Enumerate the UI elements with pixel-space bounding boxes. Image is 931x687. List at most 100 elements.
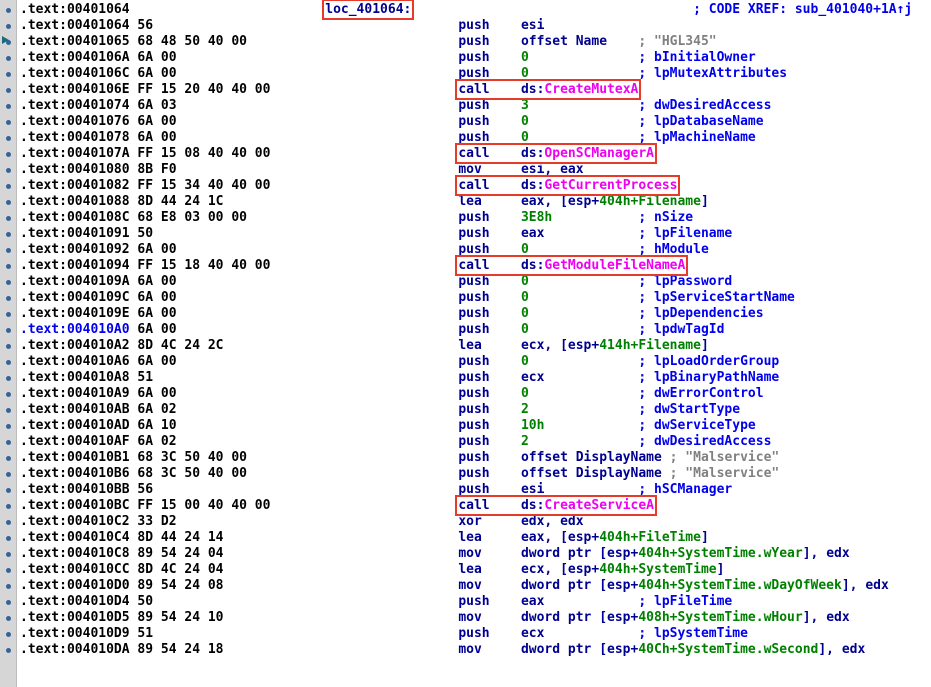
operand: 3E8h xyxy=(520,210,553,225)
address-dot[interactable] xyxy=(6,536,11,541)
address-dot[interactable] xyxy=(6,344,11,349)
address-dot[interactable] xyxy=(6,312,11,317)
asm-line[interactable]: .text:0040107A FF 15 08 40 40 00 call ds… xyxy=(0,143,912,164)
mnemonic: call xyxy=(458,82,490,97)
address-dot[interactable] xyxy=(6,248,11,253)
address-dot[interactable] xyxy=(6,136,11,141)
asm-line[interactable]: .text:0040106C 6A 00 push 0 ; lpMutexAtt… xyxy=(0,66,912,82)
asm-line[interactable]: .text:004010BC FF 15 00 40 40 00 call ds… xyxy=(0,495,912,516)
address-dot[interactable] xyxy=(6,264,11,269)
address-dot[interactable] xyxy=(6,648,11,653)
asm-line[interactable]: .text:00401094 FF 15 18 40 40 00 call ds… xyxy=(0,255,912,276)
operand: 0 xyxy=(520,274,529,289)
asm-line[interactable]: .text:0040108C 68 E8 03 00 00 push 3E8h … xyxy=(0,210,912,226)
address-dot[interactable] xyxy=(6,568,11,573)
asm-line[interactable]: .text:00401078 6A 00 push 0 ; lpMachineN… xyxy=(0,130,912,146)
address-dot[interactable] xyxy=(6,8,11,13)
opcode-bytes: 6A 00 xyxy=(137,130,177,145)
asm-line[interactable]: .text:004010A9 6A 00 push 0 ; dwErrorCon… xyxy=(0,386,912,402)
address: .text:004010AD xyxy=(20,418,130,433)
address-dot[interactable] xyxy=(6,376,11,381)
address-dot[interactable] xyxy=(6,152,11,157)
operand: ], edx xyxy=(841,578,889,593)
asm-line[interactable]: .text:0040106A 6A 00 push 0 ; bInitialOw… xyxy=(0,50,912,66)
asm-line[interactable]: .text:004010B1 68 3C 50 40 00 push offse… xyxy=(0,450,912,466)
address-dot[interactable] xyxy=(6,392,11,397)
asm-line[interactable]: .text:004010AF 6A 02 push 2 ; dwDesiredA… xyxy=(0,434,912,450)
address-dot[interactable] xyxy=(6,472,11,477)
address-dot[interactable] xyxy=(6,632,11,637)
asm-line[interactable]: .text:00401088 8D 44 24 1C lea eax, [esp… xyxy=(0,194,912,210)
asm-line[interactable]: .text:004010D5 89 54 24 10 mov dword ptr… xyxy=(0,610,912,626)
address-dot[interactable] xyxy=(6,88,11,93)
asm-line[interactable]: .text:0040106E FF 15 20 40 40 00 call ds… xyxy=(0,79,912,100)
address-dot[interactable] xyxy=(6,504,11,509)
asm-line[interactable]: .text:0040109A 6A 00 push 0 ; lpPassword xyxy=(0,274,912,290)
operand: eax xyxy=(520,226,545,241)
address-dot[interactable] xyxy=(6,24,11,29)
asm-line[interactable]: .text:004010A8 51 push ecx ; lpBinaryPat… xyxy=(0,370,912,386)
address-dot[interactable] xyxy=(6,488,11,493)
address: .text:00401080 xyxy=(20,162,130,177)
address-dot[interactable] xyxy=(6,552,11,557)
operand: 408h+SystemTime.wHour xyxy=(638,610,803,625)
asm-line[interactable]: .text:004010A0 6A 00 push 0 ; lpdwTagId xyxy=(0,322,912,338)
asm-line[interactable]: .text:00401092 6A 00 push 0 ; hModule xyxy=(0,242,912,258)
address-dot[interactable] xyxy=(6,296,11,301)
address-dot[interactable] xyxy=(6,200,11,205)
asm-line[interactable]: .text:00401064 loc_401064: ; CODE XREF: … xyxy=(0,0,912,20)
disassembly-listing[interactable]: .text:00401064 loc_401064: ; CODE XREF: … xyxy=(0,0,912,658)
asm-line[interactable]: .text:0040109E 6A 00 push 0 ; lpDependen… xyxy=(0,306,912,322)
asm-line[interactable]: .text:004010DA 89 54 24 18 mov dword ptr… xyxy=(0,642,912,658)
address-dot[interactable] xyxy=(6,216,11,221)
asm-line[interactable]: .text:00401065 68 48 50 40 00 push offse… xyxy=(0,34,912,50)
address-dot[interactable] xyxy=(6,600,11,605)
asm-line[interactable]: .text:00401080 8B F0 mov esi, eax xyxy=(0,162,912,178)
address-dot[interactable] xyxy=(6,520,11,525)
address-dot[interactable] xyxy=(6,232,11,237)
address-dot[interactable] xyxy=(6,104,11,109)
asm-line[interactable]: .text:004010B6 68 3C 50 40 00 push offse… xyxy=(0,466,912,482)
asm-line[interactable]: .text:004010D9 51 push ecx ; lpSystemTim… xyxy=(0,626,912,642)
address-dot[interactable] xyxy=(6,408,11,413)
asm-line[interactable]: .text:004010CC 8D 4C 24 04 lea ecx, [esp… xyxy=(0,562,912,578)
operand: ], edx xyxy=(802,610,850,625)
asm-line[interactable]: .text:00401074 6A 03 push 3 ; dwDesiredA… xyxy=(0,98,912,114)
asm-line[interactable]: .text:004010AD 6A 10 push 10h ; dwServic… xyxy=(0,418,912,434)
asm-line[interactable]: .text:00401091 50 push eax ; lpFilename xyxy=(0,226,912,242)
instruction: push 10h xyxy=(458,418,544,433)
address-dot[interactable] xyxy=(6,168,11,173)
instruction: push 2 xyxy=(458,434,528,449)
asm-line[interactable]: .text:004010BB 56 push esi ; hSCManager xyxy=(0,482,912,498)
address-dot[interactable] xyxy=(6,424,11,429)
asm-line[interactable]: .text:004010C8 89 54 24 04 mov dword ptr… xyxy=(0,546,912,562)
address-dot[interactable] xyxy=(6,56,11,61)
asm-line[interactable]: .text:00401076 6A 00 push 0 ; lpDatabase… xyxy=(0,114,912,130)
asm-line[interactable]: .text:004010C2 33 D2 xor edx, edx xyxy=(0,514,912,530)
asm-line[interactable]: .text:004010AB 6A 02 push 2 ; dwStartTyp… xyxy=(0,402,912,418)
address-dot[interactable] xyxy=(6,280,11,285)
asm-line[interactable]: .text:00401082 FF 15 34 40 40 00 call ds… xyxy=(0,175,912,196)
address-dot[interactable] xyxy=(6,184,11,189)
opcode-bytes: 8D 44 24 14 xyxy=(137,530,224,545)
address-dot[interactable] xyxy=(6,328,11,333)
asm-line[interactable]: .text:004010D4 50 push eax ; lpFileTime xyxy=(0,594,912,610)
asm-line[interactable]: .text:004010C4 8D 44 24 14 lea eax, [esp… xyxy=(0,530,912,546)
address-dot[interactable] xyxy=(6,616,11,621)
address-dot[interactable] xyxy=(6,360,11,365)
instruction: push 0 xyxy=(458,290,528,305)
asm-line[interactable]: .text:004010A6 6A 00 push 0 ; lpLoadOrde… xyxy=(0,354,912,370)
address-dot[interactable] xyxy=(6,72,11,77)
asm-line[interactable]: .text:0040109C 6A 00 push 0 ; lpServiceS… xyxy=(0,290,912,306)
address-dot[interactable] xyxy=(6,584,11,589)
address: .text:00401092 xyxy=(20,242,130,257)
address-dot[interactable] xyxy=(6,120,11,125)
address-dot[interactable] xyxy=(6,440,11,445)
address-dot[interactable] xyxy=(6,456,11,461)
location-label: loc_401064: xyxy=(322,0,415,20)
comment: ; lpBinaryPathName xyxy=(638,370,780,385)
asm-line[interactable]: .text:004010A2 8D 4C 24 2C lea ecx, [esp… xyxy=(0,338,912,354)
asm-line[interactable]: .text:00401064 56 push esi xyxy=(0,18,912,34)
asm-line[interactable]: .text:004010D0 89 54 24 08 mov dword ptr… xyxy=(0,578,912,594)
operand: 404h+SystemTime.wDayOfWeek xyxy=(638,578,842,593)
